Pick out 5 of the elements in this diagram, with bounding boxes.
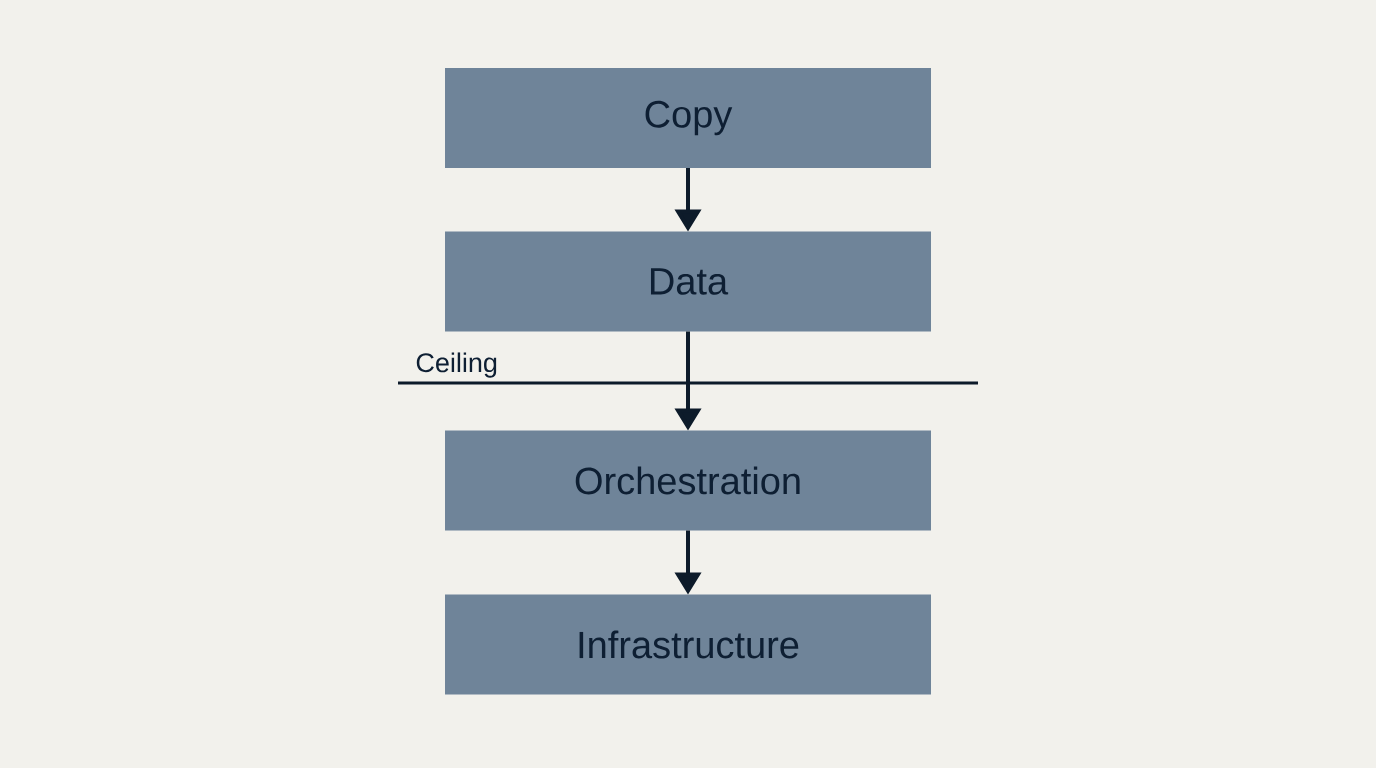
process-box: Data bbox=[445, 231, 931, 332]
process-box: Orchestration bbox=[445, 430, 931, 531]
process-box: Infrastructure bbox=[445, 594, 931, 695]
process-box: Copy bbox=[445, 68, 931, 168]
line-label: Ceiling bbox=[416, 352, 497, 378]
